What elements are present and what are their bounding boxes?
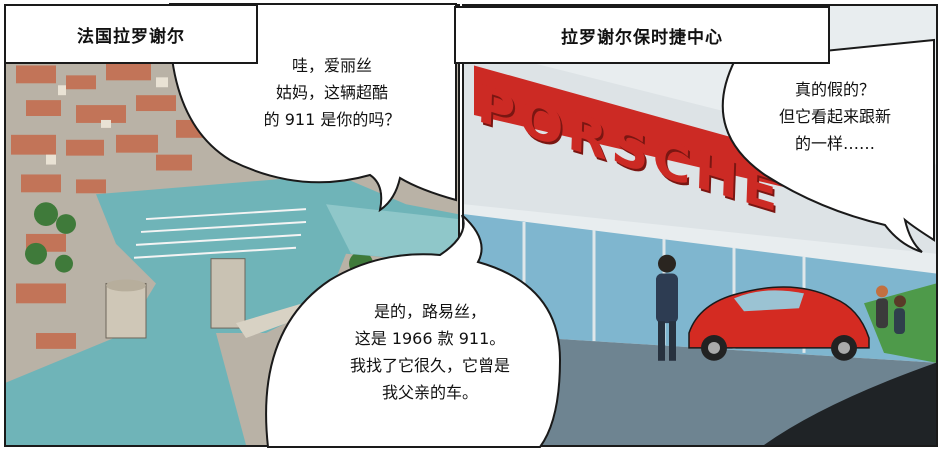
location-caption-right: 拉罗谢尔保时捷中心 [454, 6, 830, 64]
panel-porsche-centre [462, 4, 938, 447]
speech-line: 这是 1966 款 911。 [354, 329, 506, 348]
speech-text-bottom-left: 是的，路易丝， 这是 1966 款 911。 我找了它很久，它曾是 我父亲的车。 [330, 298, 530, 406]
speech-line: 姑妈，这辆超酷 [275, 83, 388, 102]
location-caption-left: 法国拉罗谢尔 [4, 4, 258, 64]
speech-line: 真的假的？ [794, 80, 875, 99]
porsche-centre-illustration [464, 6, 936, 445]
speech-line: 我父亲的车。 [381, 383, 478, 402]
speech-text-right: 真的假的？ 但它看起来跟新 的一样…… [760, 76, 910, 157]
speech-line: 的一样…… [794, 134, 875, 153]
speech-line: 哇，爱丽丝 [291, 56, 372, 75]
speech-line: 但它看起来跟新 [778, 107, 891, 126]
speech-line: 是的，路易丝， [373, 302, 486, 321]
speech-line: 的 911 是你的吗？ [263, 110, 401, 129]
speech-text-top-left: 哇，爱丽丝 姑妈，这辆超酷 的 911 是你的吗？ [248, 52, 416, 133]
speech-line: 我找了它很久，它曾是 [349, 356, 510, 375]
